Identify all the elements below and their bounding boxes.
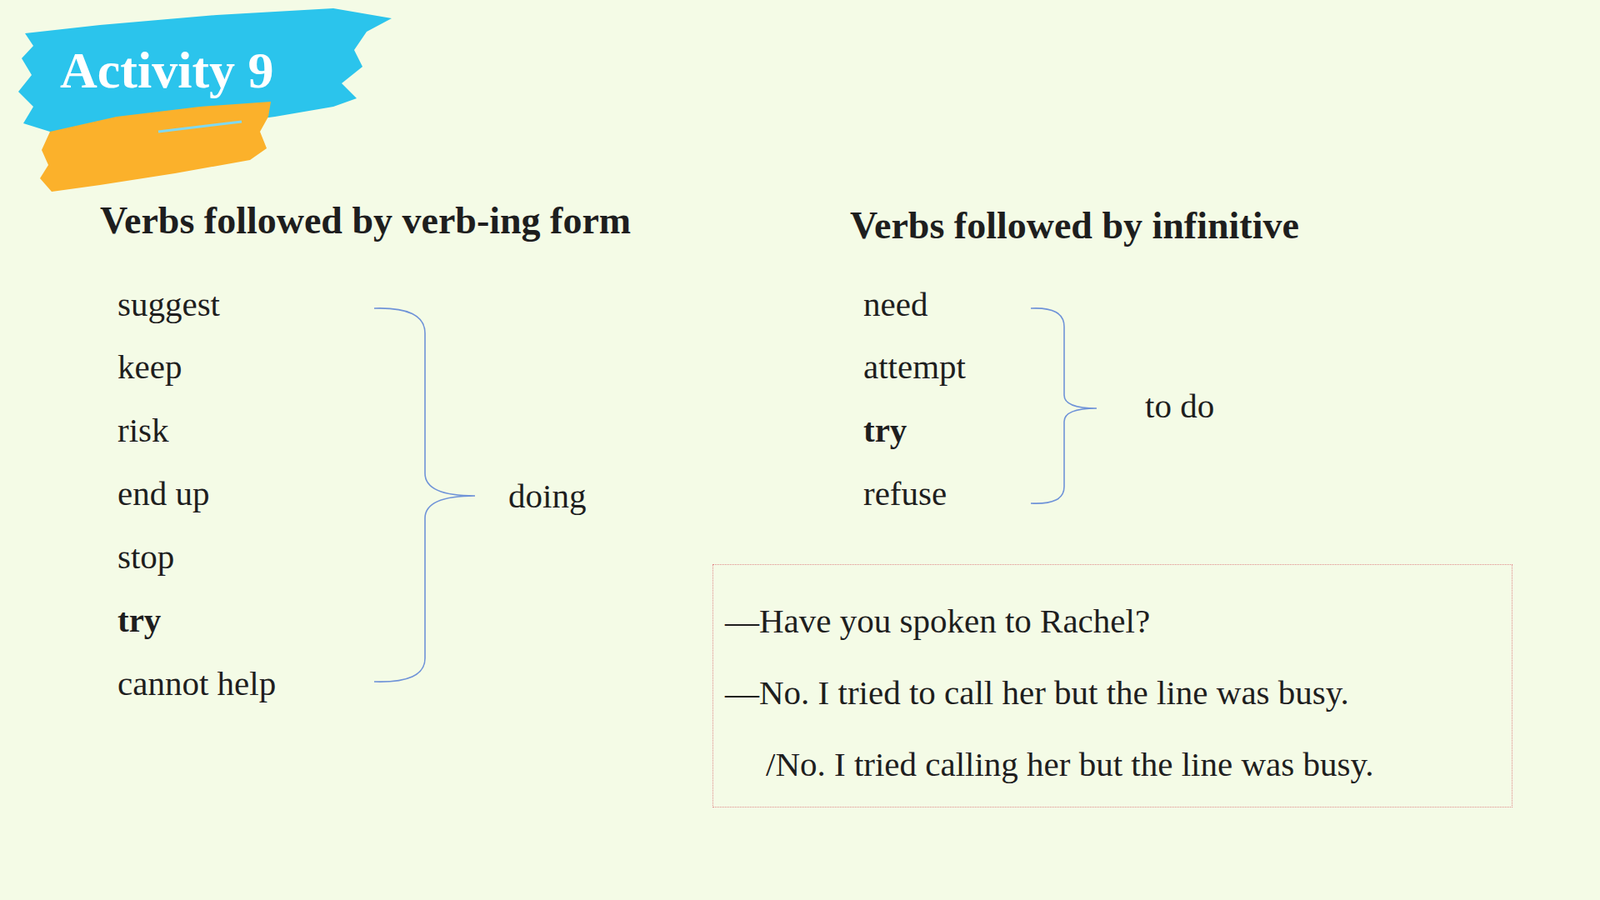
verb-item: attempt	[863, 350, 966, 385]
right-brace	[1030, 308, 1097, 504]
brush-streak	[158, 121, 242, 132]
verb-item: risk	[117, 413, 170, 448]
verb-item: keep	[117, 350, 182, 385]
verb-item: end up	[117, 476, 210, 511]
dialogue-line: —Have you spoken to Rachel?	[725, 585, 1499, 657]
left-brace	[374, 308, 475, 682]
form-label: doing	[508, 479, 586, 514]
verb-item: try	[117, 603, 161, 638]
verb-item: stop	[117, 540, 175, 575]
verb-item: need	[863, 287, 928, 322]
column-heading: Verbs followed by infinitive	[850, 206, 1300, 245]
example-box: —Have you spoken to Rachel?—No. I tried …	[712, 564, 1513, 808]
dialogue-line: —No. I tried to call her but the line wa…	[725, 656, 1499, 729]
form-label: to do	[1145, 389, 1215, 424]
verb-item: refuse	[863, 476, 947, 511]
column-heading: Verbs followed by verb-ing form	[100, 201, 631, 240]
dialogue-line: /No. I tried calling her but the line wa…	[725, 728, 1499, 800]
verb-item: try	[863, 413, 907, 448]
orange-brush-stroke	[40, 101, 271, 192]
verb-item: suggest	[117, 287, 220, 322]
verb-item: cannot help	[117, 666, 276, 701]
activity-title: Activity 9	[60, 44, 275, 96]
